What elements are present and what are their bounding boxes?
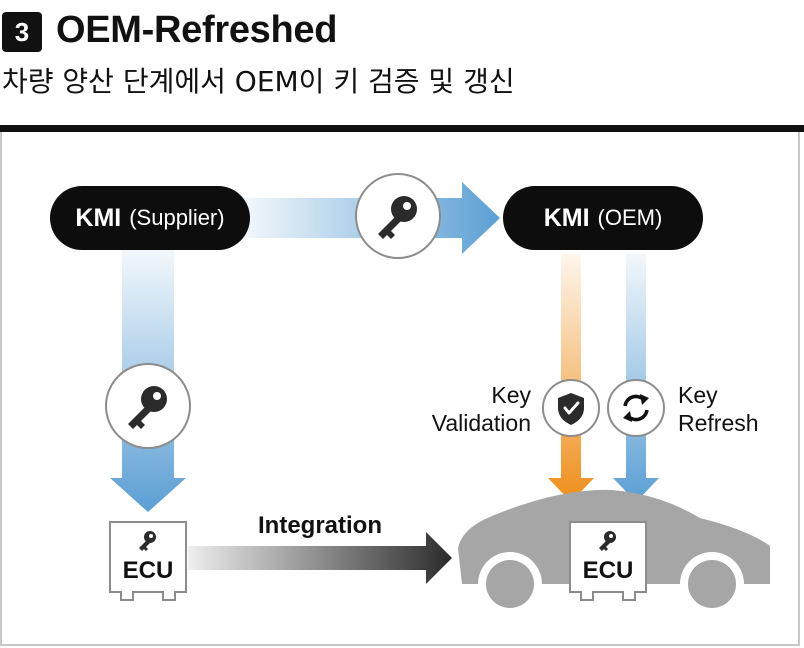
- kmi-supplier-node: KMI (Supplier): [50, 186, 250, 250]
- key-icon: [378, 196, 417, 239]
- validation-circle: [542, 379, 600, 437]
- refresh-icon: [623, 394, 649, 422]
- shield-check-icon: [558, 393, 584, 425]
- refresh-arrow: [613, 254, 659, 502]
- refresh-circle: [607, 379, 665, 437]
- header-divider: [0, 125, 804, 132]
- integration-label: Integration: [258, 512, 382, 539]
- kmi-oem-normal: (OEM): [597, 205, 663, 230]
- ecu-label-left: ECU: [122, 557, 174, 584]
- kmi-oem-node: KMI (OEM): [503, 186, 703, 250]
- kmi-supplier-bold: KMI: [75, 203, 122, 232]
- kmi-oem-bold: KMI: [543, 203, 590, 232]
- key-circle-top: [355, 173, 441, 259]
- diagram-panel: [0, 132, 800, 646]
- step-badge: 3: [2, 12, 42, 52]
- ecu-label-right: ECU: [582, 557, 634, 584]
- validation-arrow: [548, 254, 594, 502]
- key-validation-line2: Validation: [431, 410, 531, 436]
- ecu-chip-right: [569, 521, 647, 601]
- key-circle-left: [105, 363, 191, 449]
- key-refresh-line1: Key: [678, 382, 718, 408]
- key-refresh-line2: Refresh: [678, 410, 759, 436]
- page-title: OEM-Refreshed: [56, 9, 338, 51]
- key-icon: [128, 386, 167, 429]
- header: 3 OEM-Refreshed 차량 양산 단계에서 OEM이 키 검증 및 갱…: [0, 0, 804, 130]
- chip-icon: [139, 531, 156, 551]
- chip-icon: [599, 531, 616, 551]
- integration-arrow: [188, 532, 452, 584]
- key-validation-line1: Key: [491, 382, 531, 408]
- ecu-chip-left: [109, 521, 187, 601]
- kmi-supplier-normal: (Supplier): [129, 205, 225, 230]
- key-validation-label: Key Validation: [432, 381, 531, 437]
- key-refresh-label: Key Refresh: [678, 381, 759, 437]
- page-subtitle: 차량 양산 단계에서 OEM이 키 검증 및 갱신: [2, 65, 515, 98]
